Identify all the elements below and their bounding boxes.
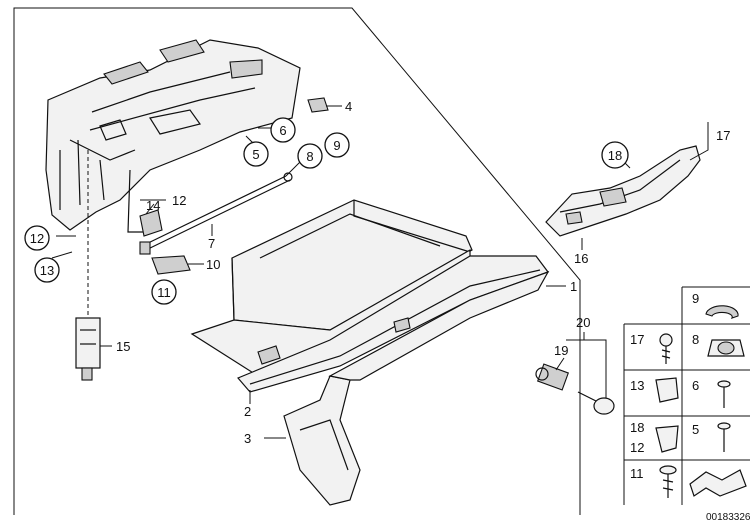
handle-bracket [545, 145, 701, 237]
callout-19: 19 [554, 343, 568, 358]
bracket-part [139, 209, 163, 237]
callout-18: 18 [601, 141, 629, 169]
pin-icon-5 [717, 422, 731, 452]
table-label-6: 6 [692, 378, 699, 393]
small-parts-table: 9 17 8 13 6 18 12 5 11 [623, 286, 750, 505]
screw-icon-11 [659, 465, 677, 498]
callout-20-label: 20 [576, 315, 590, 330]
callout-5: 5 [243, 141, 269, 167]
assembly-frame [13, 7, 581, 515]
spreading-clip-icon [655, 425, 679, 453]
callout-1-label: 1 [570, 279, 577, 294]
callout-17: 17 [716, 128, 730, 143]
screw-icon [659, 333, 673, 364]
callout-14-label: 14 [146, 198, 160, 213]
clip-nut-icon [655, 377, 679, 403]
callout-15-label: 15 [116, 339, 130, 354]
callout-6: 6 [270, 117, 296, 143]
callout-3: 3 [244, 431, 251, 446]
table-label-5: 5 [692, 422, 699, 437]
callout-7: 7 [208, 236, 215, 251]
callout-4-label: 4 [345, 99, 352, 114]
callout-16-label: 16 [574, 251, 588, 266]
callout-5-label: 5 [252, 147, 259, 162]
pin-icon-6 [717, 380, 731, 408]
callout-4: 4 [345, 99, 352, 114]
callout-9: 9 [324, 132, 350, 158]
table-label-11: 11 [630, 466, 644, 481]
callout-12-top-label: 12 [172, 193, 186, 208]
lock-cylinder [535, 363, 569, 391]
callout-9-label: 9 [333, 138, 340, 153]
callout-14: 14 [146, 198, 160, 213]
callout-8-label: 8 [306, 149, 313, 164]
table-label-12: 12 [630, 440, 644, 455]
callout-12-top: 12 [172, 193, 186, 208]
callout-15: 15 [116, 339, 130, 354]
grommet-icon [707, 339, 745, 357]
callout-13-label: 13 [40, 263, 54, 278]
callout-19-label: 19 [554, 343, 568, 358]
clip-part [307, 97, 329, 113]
diagram-number: 00183326 [706, 512, 750, 523]
glovebox-carrier [45, 39, 301, 233]
callout-20: 20 [576, 315, 590, 330]
callout-10-label: 10 [206, 257, 220, 272]
callout-6-label: 6 [279, 123, 286, 138]
table-label-13: 13 [630, 378, 644, 393]
callout-7-label: 7 [208, 236, 215, 251]
table-label-18: 18 [630, 420, 644, 435]
callout-11: 11 [151, 279, 177, 305]
callout-2: 2 [244, 404, 251, 419]
callout-12-left-label: 12 [30, 231, 44, 246]
trim-panel [283, 270, 550, 506]
clip-holder [151, 255, 191, 275]
table-label-8: 8 [692, 332, 699, 347]
arrow-icon [689, 469, 747, 497]
spring-washer-icon [705, 305, 739, 319]
callout-1: 1 [570, 279, 577, 294]
damper-part [75, 150, 101, 381]
lock-key [577, 391, 615, 415]
callout-18-label: 18 [608, 148, 622, 163]
callout-13: 13 [34, 257, 60, 283]
release-cable [139, 172, 293, 255]
callout-3-label: 3 [244, 431, 251, 446]
callout-10: 10 [206, 257, 220, 272]
callout-11-label: 11 [157, 285, 171, 300]
callout-17-label: 17 [716, 128, 730, 143]
callout-2-label: 2 [244, 404, 251, 419]
callout-8: 8 [297, 143, 323, 169]
callout-16: 16 [574, 251, 588, 266]
table-label-9: 9 [692, 291, 699, 306]
table-label-17: 17 [630, 332, 644, 347]
callout-12-left: 12 [24, 225, 50, 251]
